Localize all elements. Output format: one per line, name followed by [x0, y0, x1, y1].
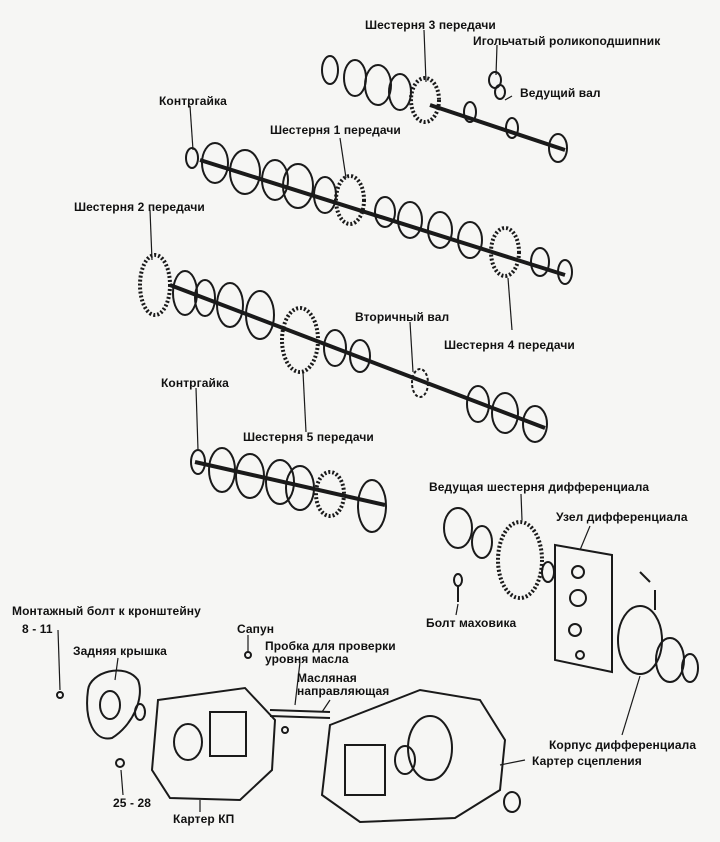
label-clutch-case: Картер сцепления [532, 754, 642, 768]
label-gear2: Шестерня 2 передачи [74, 200, 205, 214]
label-gear3: Шестерня 3 передачи [365, 18, 496, 32]
label-gearbox-case: Картер КП [173, 812, 235, 826]
label-rear-cover: Задняя крышка [73, 644, 167, 658]
label-torque-25-28: 25 - 28 [113, 796, 152, 810]
rear-cover-part [56, 669, 146, 768]
label-output-shaft: Вторичный вал [355, 310, 450, 324]
label-needle-bearing: Игольчатый роликоподшипник [473, 34, 661, 48]
label-oil-plug: Пробка для проверки уровня масла [265, 639, 396, 666]
label-gear1: Шестерня 1 передачи [270, 123, 401, 137]
flywheel-bolt-part [453, 573, 463, 602]
label-diff-case: Корпус дифференциала [549, 738, 697, 752]
label-locknut-mid: Контргайка [161, 376, 229, 390]
label-input-shaft: Ведущий вал [520, 86, 601, 100]
differential-assembly [443, 507, 699, 683]
label-gear4: Шестерня 4 передачи [444, 338, 575, 352]
clutch-housing-part [320, 688, 521, 824]
label-locknut-top: Контргайка [159, 94, 227, 108]
fifth-gear-assembly [190, 447, 387, 533]
label-gear5: Шестерня 5 передачи [243, 430, 374, 444]
label-diff-drive-gear: Ведущая шестерня дифференциала [429, 480, 650, 494]
label-mount-bolt: Монтажный болт к кронштейну [12, 604, 201, 618]
label-diff-assembly: Узел дифференциала [556, 510, 688, 524]
countershaft-assembly [185, 142, 573, 285]
gearbox-case-part [150, 651, 331, 802]
output-shaft-assembly [138, 253, 548, 443]
label-oil-guide: Масляная направляющая [297, 671, 390, 698]
label-flywheel-bolt: Болт маховика [426, 616, 517, 630]
label-breather: Сапун [237, 622, 275, 636]
input-shaft-assembly [321, 55, 568, 163]
label-torque-8-11: 8 - 11 [22, 622, 53, 636]
